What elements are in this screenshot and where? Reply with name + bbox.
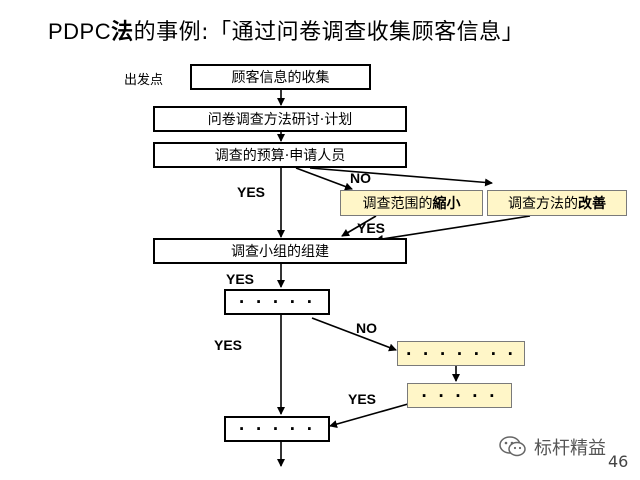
title-part-a: PDPC: [48, 19, 112, 44]
wechat-icon: [499, 436, 526, 457]
title-part-b: 法: [111, 20, 134, 45]
page-title: PDPC法的事例:「通过问卷调查收集顾客信息」: [48, 14, 524, 46]
node-collect-text: 顾客信息的收集: [231, 70, 330, 86]
node-team-text: 调查小组的组建: [231, 244, 329, 260]
arrow-narrow-team: [341, 215, 377, 237]
node-budget: 调查的预算·申请人员: [153, 142, 407, 168]
watermark-text: 标杆精益: [534, 438, 606, 459]
edge-label-yes-2: YES: [357, 220, 386, 236]
arrow-step1-step2: [311, 317, 397, 352]
edge-label-yes-1: YES: [237, 184, 266, 200]
node-step-4: · · · · ·: [224, 416, 330, 442]
arrow-budget-narrow: [295, 167, 353, 191]
edge-label-yes-4: YES: [214, 337, 243, 353]
edge-label-yes-3: YES: [226, 271, 255, 287]
node-step-4-text: · · · · ·: [238, 420, 316, 438]
node-improve-bold: 改善: [578, 196, 606, 212]
title-part-c: 的事例:: [133, 20, 210, 45]
node-team: 调查小组的组建: [153, 238, 407, 264]
node-improve-prefix: 调查方法的: [508, 196, 578, 212]
edge-label-yes-5: YES: [348, 391, 377, 407]
node-step-3: · · · · ·: [407, 383, 512, 408]
arrow-step3-step4: [329, 403, 409, 428]
arrow-budget-improve: [309, 167, 493, 187]
node-collect-info: 顾客信息的收集: [190, 64, 371, 90]
node-step-2: · · · · · · ·: [397, 341, 525, 366]
edge-label-no-1: NO: [350, 170, 371, 186]
node-step-1-text: · · · · ·: [238, 293, 316, 311]
watermark: 标杆精益: [498, 434, 606, 460]
node-improve-method: 调查方法的改善: [487, 190, 627, 216]
node-narrow-bold: 縮小: [432, 196, 461, 212]
node-narrow-scope: 调查范围的縮小: [340, 190, 483, 216]
start-label: 出发点: [124, 73, 164, 88]
arrow-improve-team: [375, 215, 531, 243]
node-budget-text: 调查的预算·申请人员: [214, 148, 346, 164]
node-step-1: · · · · ·: [224, 289, 330, 315]
node-narrow-prefix: 调查范围的: [362, 196, 433, 212]
title-part-d: 「通过问卷调查收集顾客信息」: [209, 20, 525, 45]
node-step-2-text: · · · · · · ·: [405, 344, 517, 363]
node-plan-text: 问卷调查方法研讨·计划: [207, 112, 353, 128]
edge-label-no-2: NO: [356, 320, 377, 336]
node-survey-plan: 问卷调查方法研讨·计划: [153, 106, 407, 132]
node-step-3-text: · · · · ·: [421, 386, 498, 405]
page-number: 46: [608, 452, 629, 471]
